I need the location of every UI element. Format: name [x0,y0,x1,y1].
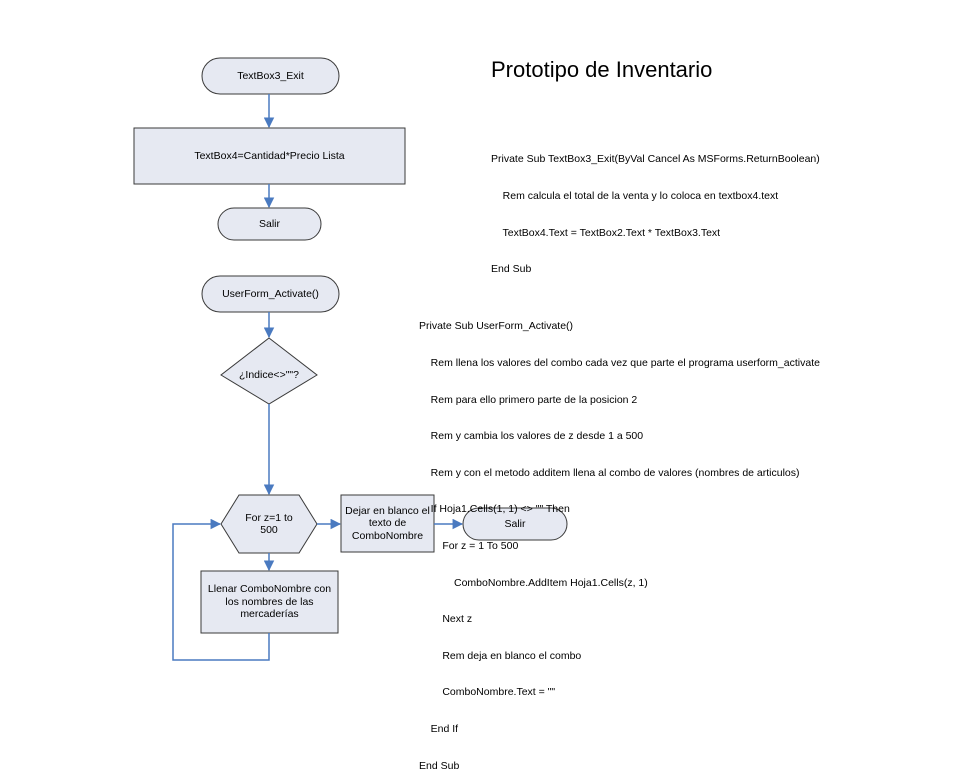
label-end-salir-1: Salir [258,217,280,230]
code-line: End Sub [491,263,532,276]
code-line: For z = 1 To 500 [419,539,519,552]
label-start-userform-activate: UserForm_Activate() [222,287,319,300]
code-block-textbox3-exit: Private Sub TextBox3_Exit(ByVal Cancel A… [491,129,820,288]
start-terminator-userform-activate [201,275,340,313]
code-block-userform-activate: Private Sub UserForm_Activate() Rem llen… [419,296,820,784]
code-line: Private Sub UserForm_Activate() [419,320,574,333]
end-terminator-salir-1 [217,207,322,241]
label-fill-combo: Llenar ComboNombre con los nombres de la… [207,583,332,621]
code-line: Rem y con el metodo additem llena al com… [419,466,800,479]
flowchart-canvas [133,57,568,661]
code-line: Rem para ello primero parte de la posici… [419,393,638,406]
code-line: ComboNombre.Text = "" [419,686,556,699]
process-box-clear-combo [340,494,435,553]
page-title: Prototipo de Inventario [491,57,713,82]
label-end-salir-2: Salir [504,517,526,530]
code-line: ComboNombre.AddItem Hoja1.Cells(z, 1) [419,576,648,589]
code-line: End If [419,722,459,735]
code-line: Rem y cambia los valores de z desde 1 a … [419,430,644,443]
process-box-calc-total [133,127,406,185]
code-line: Rem calcula el total de la venta y lo co… [491,190,779,202]
code-line: Private Sub TextBox3_Exit(ByVal Cancel A… [491,153,820,166]
code-line: If Hoja1.Cells(1, 1) <> "" Then [419,503,570,516]
code-line: End Sub [419,759,460,772]
label-start-textbox3-exit: TextBox3_Exit [237,69,304,82]
start-terminator-textbox3-exit [201,57,340,95]
code-line: Rem llena los valores del combo cada vez… [419,357,820,369]
code-line: Rem deja en blanco el combo [419,649,582,662]
label-process-calc-total: TextBox4=Cantidad*Precio Lista [194,149,345,162]
label-decision-indice: ¿Indice<>""? [239,368,299,381]
label-clear-combo: Dejar en blanco el texto de ComboNombre [345,504,430,542]
connector-loopback [172,518,270,661]
label-loop-for: For z=1 to 500 [245,511,293,537]
code-line: TextBox4.Text = TextBox2.Text * TextBox3… [491,226,721,239]
end-terminator-salir-2 [462,507,568,541]
code-line: Next z [419,613,473,626]
